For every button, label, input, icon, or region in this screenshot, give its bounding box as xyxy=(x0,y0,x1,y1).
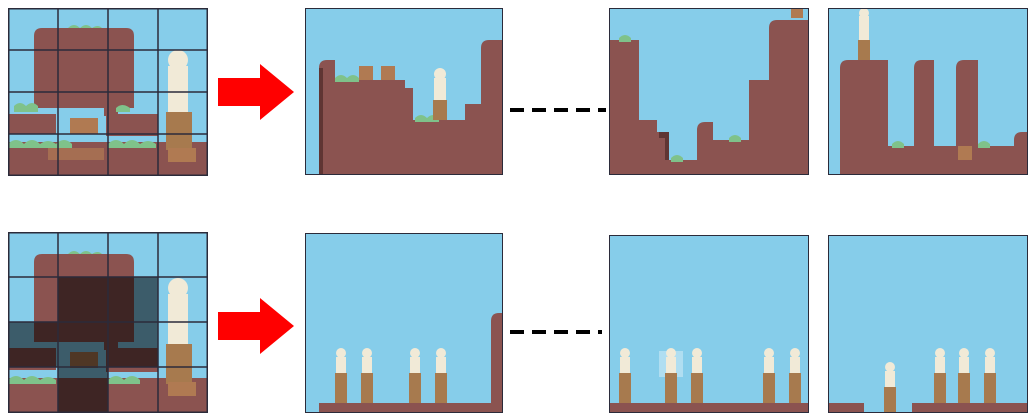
totem-icon xyxy=(435,348,447,403)
totem-icon xyxy=(166,50,192,150)
right-arrow-icon xyxy=(218,64,294,120)
generated-level-1 xyxy=(305,8,503,175)
generated-level-1 xyxy=(305,233,503,413)
right-arrow-icon xyxy=(218,298,294,354)
generated-level-3 xyxy=(828,8,1028,175)
totem-icon xyxy=(665,348,677,403)
tiled-source-sample-masked xyxy=(8,232,208,413)
totem-icon xyxy=(691,348,703,403)
totem-icon xyxy=(884,362,896,413)
totem-icon xyxy=(335,348,347,403)
totem-icon xyxy=(858,8,870,60)
totem-icon xyxy=(934,348,946,403)
ellipsis-dash-icon xyxy=(510,322,602,334)
generated-level-3 xyxy=(828,235,1028,413)
totem-icon xyxy=(958,348,970,403)
generated-level-2 xyxy=(609,235,809,413)
totem-icon xyxy=(361,348,373,403)
totem-icon xyxy=(789,348,801,403)
generated-level-2 xyxy=(609,8,809,175)
totem-icon xyxy=(763,348,775,403)
totem-icon xyxy=(433,68,447,120)
totem-icon xyxy=(619,348,631,403)
totem-icon xyxy=(409,348,421,403)
ellipsis-dash-icon xyxy=(510,100,606,112)
tiled-source-sample xyxy=(8,8,208,176)
totem-icon xyxy=(984,348,996,403)
totem-icon xyxy=(166,278,192,384)
